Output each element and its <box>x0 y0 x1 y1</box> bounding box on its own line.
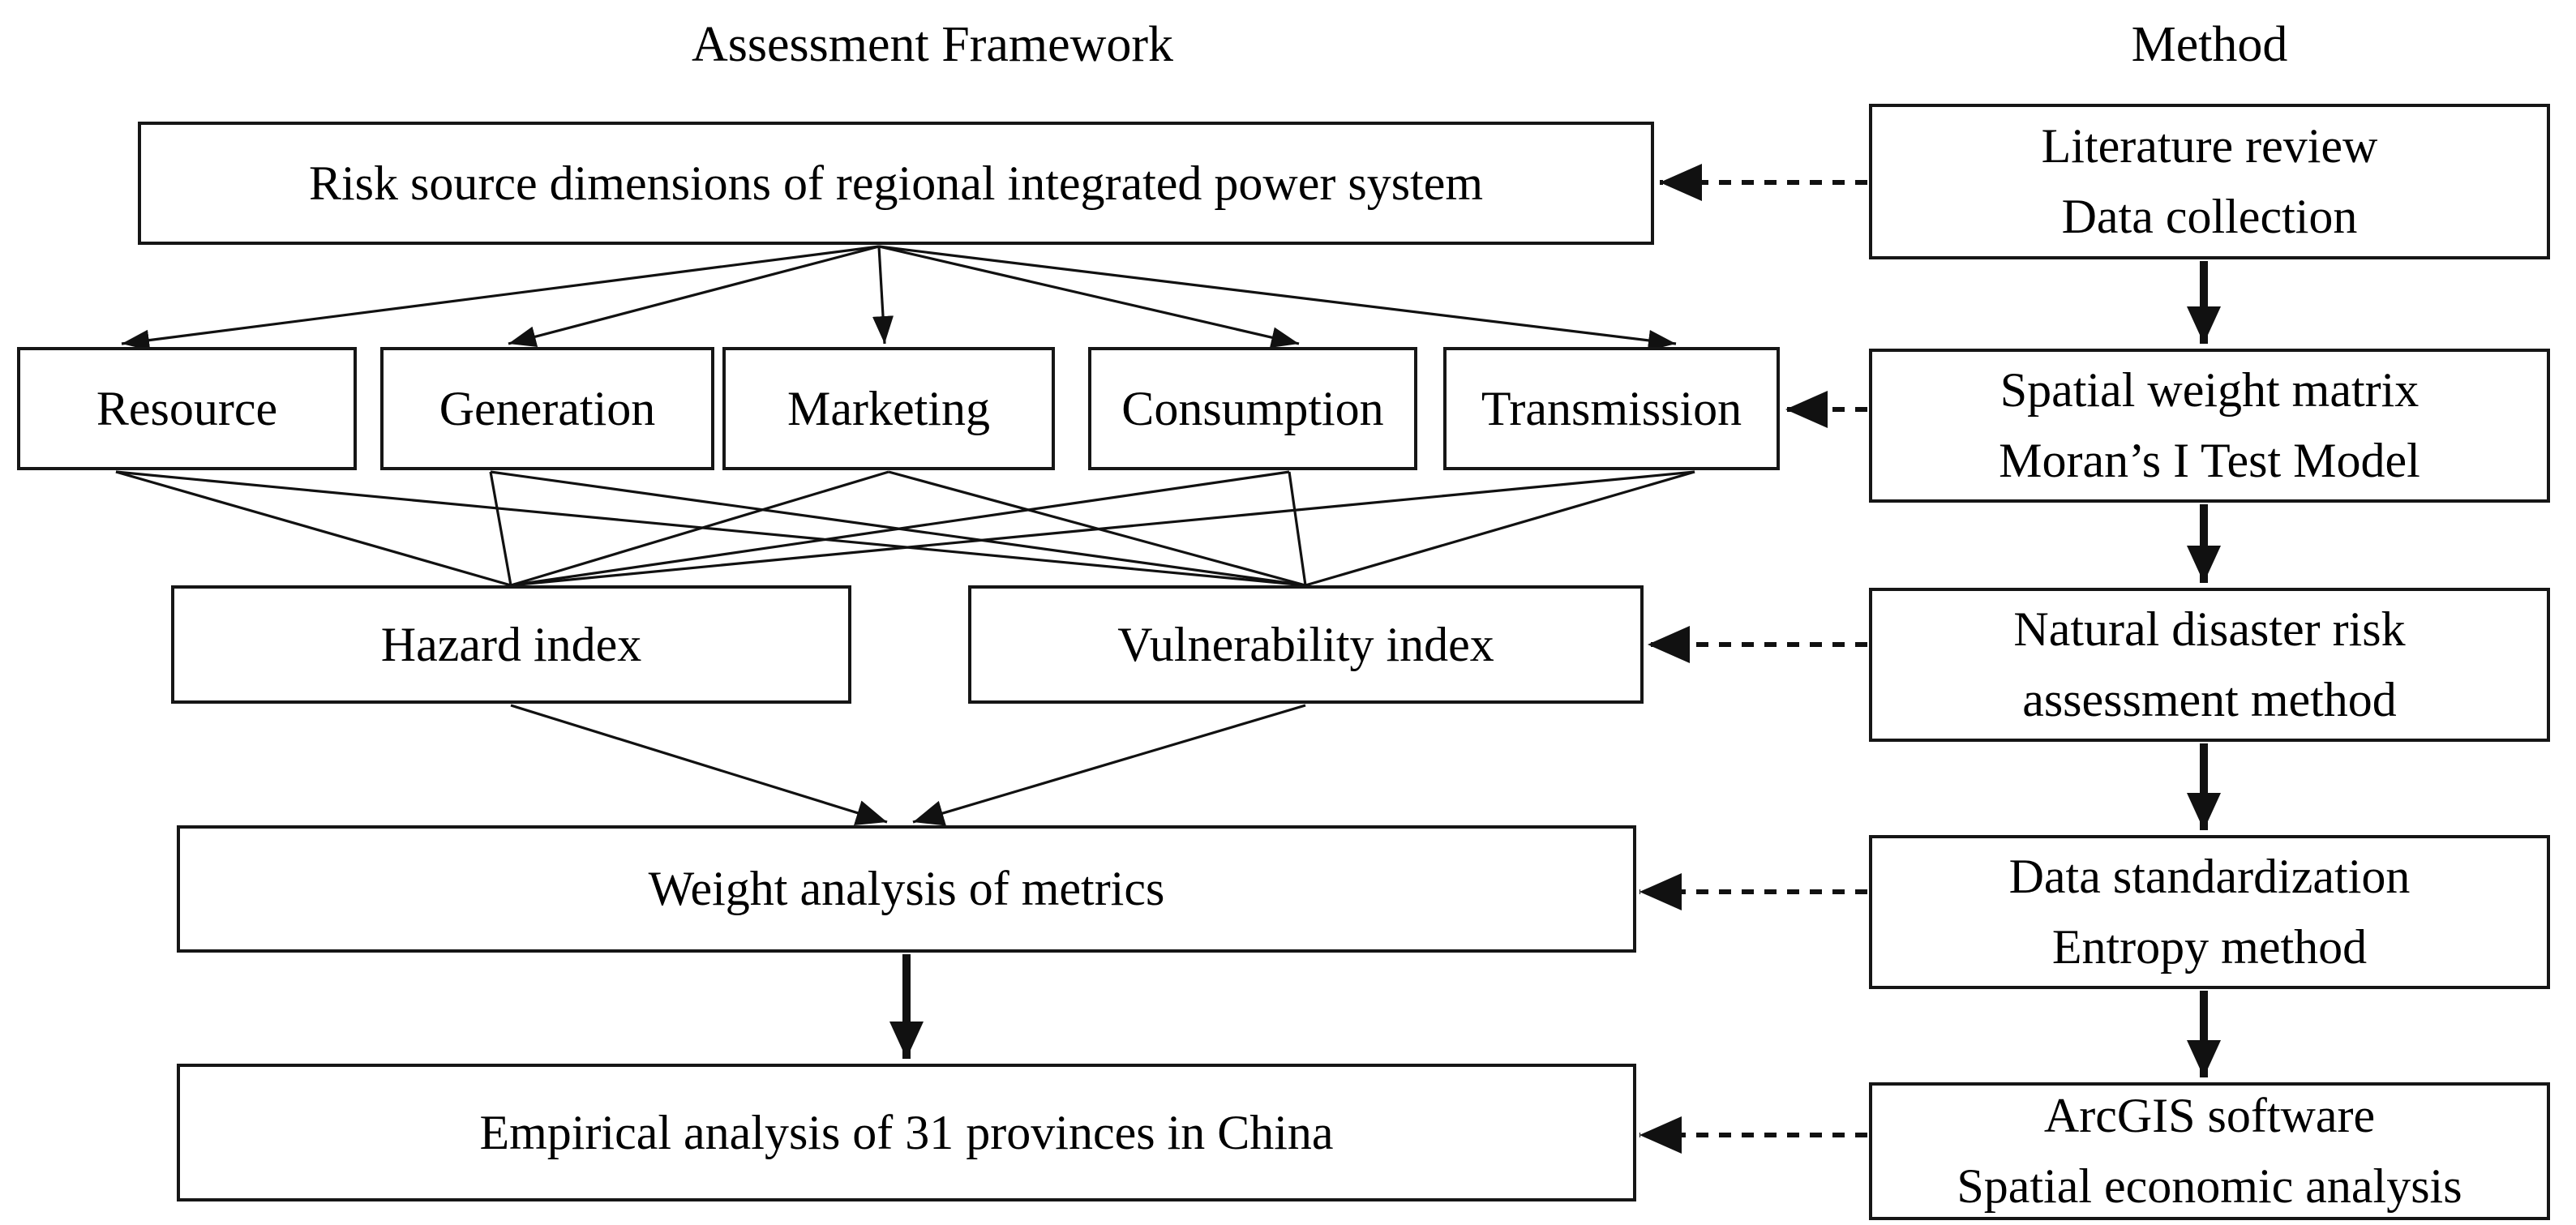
resource-label: Resource <box>96 381 278 435</box>
method-title: Method <box>2131 17 2288 72</box>
marketing-label: Marketing <box>787 381 990 435</box>
literature-review-line2: Data collection <box>2061 190 2358 243</box>
method-to-framework-arrows <box>1639 164 1867 1154</box>
hazard-index-label: Hazard index <box>380 617 642 671</box>
transmission-label: Transmission <box>1481 381 1742 435</box>
consumption-label: Consumption <box>1121 381 1384 435</box>
weight-analysis-box: Weight analysis of metrics <box>177 825 1636 953</box>
empirical-analysis-label: Empirical analysis of 31 provinces in Ch… <box>479 1105 1334 1159</box>
risk-source-box: Risk source dimensions of regional integ… <box>138 122 1654 245</box>
hazard-index-box: Hazard index <box>171 585 851 704</box>
method-box-data-standardization: Data standardization Entropy method <box>1869 835 2550 989</box>
vulnerability-index-box: Vulnerability index <box>968 585 1644 704</box>
spatial-weight-line1: Spatial weight matrix <box>2000 363 2420 417</box>
dimension-index-links <box>115 470 1695 587</box>
weight-analysis-label: Weight analysis of metrics <box>648 862 1165 915</box>
method-box-arcgis: ArcGIS software Spatial economic analysi… <box>1869 1082 2550 1220</box>
dimension-box-generation: Generation <box>380 347 714 470</box>
fan-arrows <box>121 245 1677 351</box>
dimension-box-marketing: Marketing <box>722 347 1055 470</box>
data-standardization-line2: Entropy method <box>2051 920 2368 974</box>
generation-label: Generation <box>439 381 656 435</box>
empirical-analysis-box: Empirical analysis of 31 provinces in Ch… <box>177 1064 1636 1201</box>
method-box-spatial-weight-matrix: Spatial weight matrix Moran’s I Test Mod… <box>1869 349 2550 503</box>
dimension-box-resource: Resource <box>17 347 357 470</box>
dimension-box-consumption: Consumption <box>1088 347 1417 470</box>
data-standardization-line1: Data standardization <box>2008 850 2411 903</box>
vulnerability-index-label: Vulnerability index <box>1117 617 1494 671</box>
dimension-box-transmission: Transmission <box>1443 347 1780 470</box>
index-to-weight-arrows <box>510 704 1306 826</box>
arcgis-line2: Spatial economic analysis <box>1957 1159 2462 1213</box>
risk-source-label: Risk source dimensions of regional integ… <box>308 156 1484 210</box>
assessment-framework-title: Assessment Framework <box>691 17 1174 72</box>
method-box-natural-disaster-risk: Natural disaster risk assessment method <box>1869 588 2550 742</box>
natural-disaster-line1: Natural disaster risk <box>2013 602 2406 656</box>
spatial-weight-line2: Moran’s I Test Model <box>1999 434 2420 487</box>
arcgis-line1: ArcGIS software <box>2043 1089 2376 1142</box>
literature-review-line1: Literature review <box>2041 119 2378 173</box>
method-box-literature-review: Literature review Data collection <box>1869 104 2550 259</box>
natural-disaster-line2: assessment method <box>2022 673 2397 726</box>
